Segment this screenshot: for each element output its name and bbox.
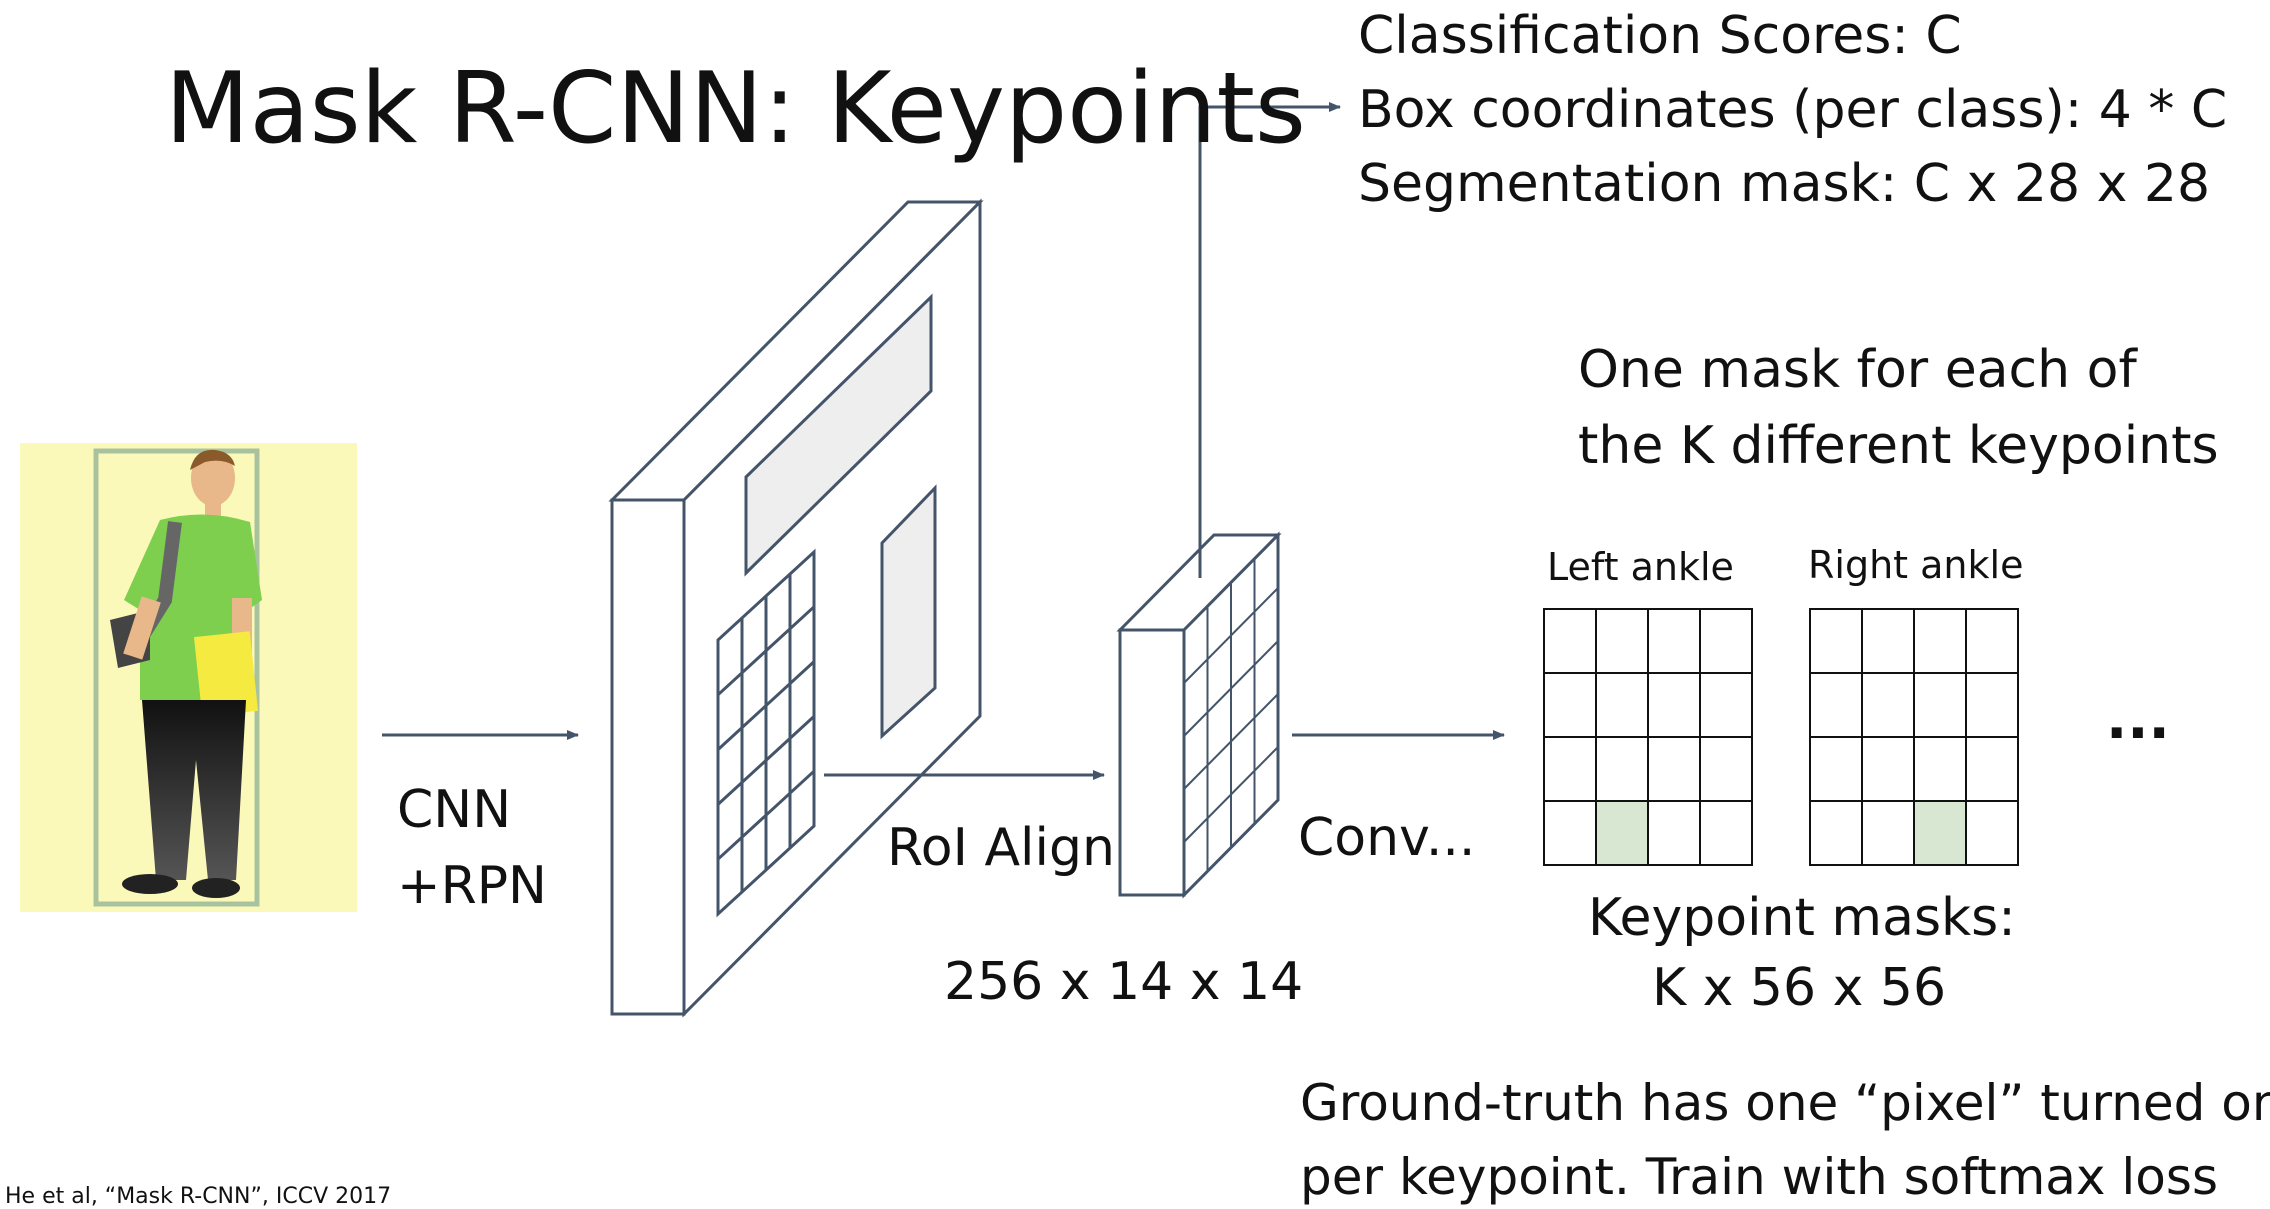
proposal-panel-top — [744, 293, 933, 577]
roi-grid-line — [716, 660, 816, 751]
output-segmentation-mask: Segmentation mask: C x 28 x 28 — [1358, 154, 2211, 214]
roi-grid-on-feature-map — [716, 548, 816, 918]
mask-cell — [1913, 736, 1967, 802]
mask-cell — [1699, 608, 1753, 674]
arrow-to-outputs — [1198, 102, 1341, 578]
roi-align-label: RoI Align — [887, 818, 1115, 878]
mask-cell — [1809, 736, 1863, 802]
mask-cell — [1809, 608, 1863, 674]
left-ankle-mask-grid — [1543, 608, 1753, 866]
roi-block-grid-line — [1183, 640, 1279, 737]
mask-cell — [1809, 800, 1863, 866]
slide-title: Mask R-CNN: Keypoints — [165, 52, 1306, 166]
mask-cell — [1861, 736, 1915, 802]
mask-cell — [1913, 672, 1967, 738]
conv-label: Conv... — [1298, 808, 1476, 868]
mask-note-line-2: the K different keypoints — [1578, 416, 2219, 476]
mask-cell — [1647, 800, 1701, 866]
roi-grid-line — [716, 770, 816, 861]
mask-cell — [1861, 608, 1915, 674]
cnn-label: CNN — [397, 780, 512, 840]
proposal-panel-right — [880, 484, 937, 740]
mask-cell — [1595, 608, 1649, 674]
ground-truth-line-2: per keypoint. Train with softmax loss — [1300, 1148, 2218, 1206]
output-box-coordinates: Box coordinates (per class): 4 * C — [1358, 80, 2228, 140]
mask-cell — [1861, 800, 1915, 866]
mask-cell — [1699, 800, 1753, 866]
mask-cell — [1647, 672, 1701, 738]
rpn-label: +RPN — [397, 856, 547, 916]
citation: He et al, “Mask R-CNN”, ICCV 2017 — [5, 1184, 392, 1209]
roi-block-grid-line — [1183, 746, 1279, 843]
mask-cell — [1647, 608, 1701, 674]
output-classification-scores: Classification Scores: C — [1358, 6, 1962, 66]
mask-cell — [1809, 672, 1863, 738]
mask-cell — [1913, 608, 1967, 674]
ground-truth-line-1: Ground-truth has one “pixel” turned on — [1300, 1074, 2270, 1132]
mask-cell — [1543, 800, 1597, 866]
mask-cell — [1965, 608, 2019, 674]
roi-grid-line — [716, 605, 816, 696]
more-masks-ellipsis: ... — [2106, 687, 2170, 752]
mask-cell — [1647, 736, 1701, 802]
input-person-image — [20, 443, 357, 912]
keypoint-pixel-on — [1913, 800, 1967, 866]
mask-cell — [1595, 672, 1649, 738]
mask-cell — [1595, 736, 1649, 802]
keypoint-pixel-on — [1595, 800, 1649, 866]
right-ankle-label: Right ankle — [1808, 543, 2024, 587]
keypoint-masks-dims: K x 56 x 56 — [1652, 958, 1947, 1018]
roi-grid-line — [716, 715, 816, 806]
roi-feature-grid — [1183, 558, 1279, 872]
mask-note-line-1: One mask for each of — [1578, 340, 2137, 400]
mask-cell — [1965, 672, 2019, 738]
mask-cell — [1699, 672, 1753, 738]
mask-cell — [1543, 672, 1597, 738]
right-ankle-mask-grid — [1809, 608, 2019, 866]
mask-cell — [1861, 672, 1915, 738]
mask-cell — [1543, 736, 1597, 802]
roi-block-grid-line — [1183, 693, 1279, 790]
mask-cell — [1965, 736, 2019, 802]
roi-block-grid-line — [1183, 587, 1279, 684]
roi-dimensions-label: 256 x 14 x 14 — [944, 952, 1304, 1012]
keypoint-masks-label: Keypoint masks: — [1588, 888, 2016, 948]
mask-cell — [1965, 800, 2019, 866]
mask-cell — [1543, 608, 1597, 674]
mask-cell — [1699, 736, 1753, 802]
person-bounding-box — [93, 448, 260, 907]
left-ankle-label: Left ankle — [1547, 545, 1734, 589]
